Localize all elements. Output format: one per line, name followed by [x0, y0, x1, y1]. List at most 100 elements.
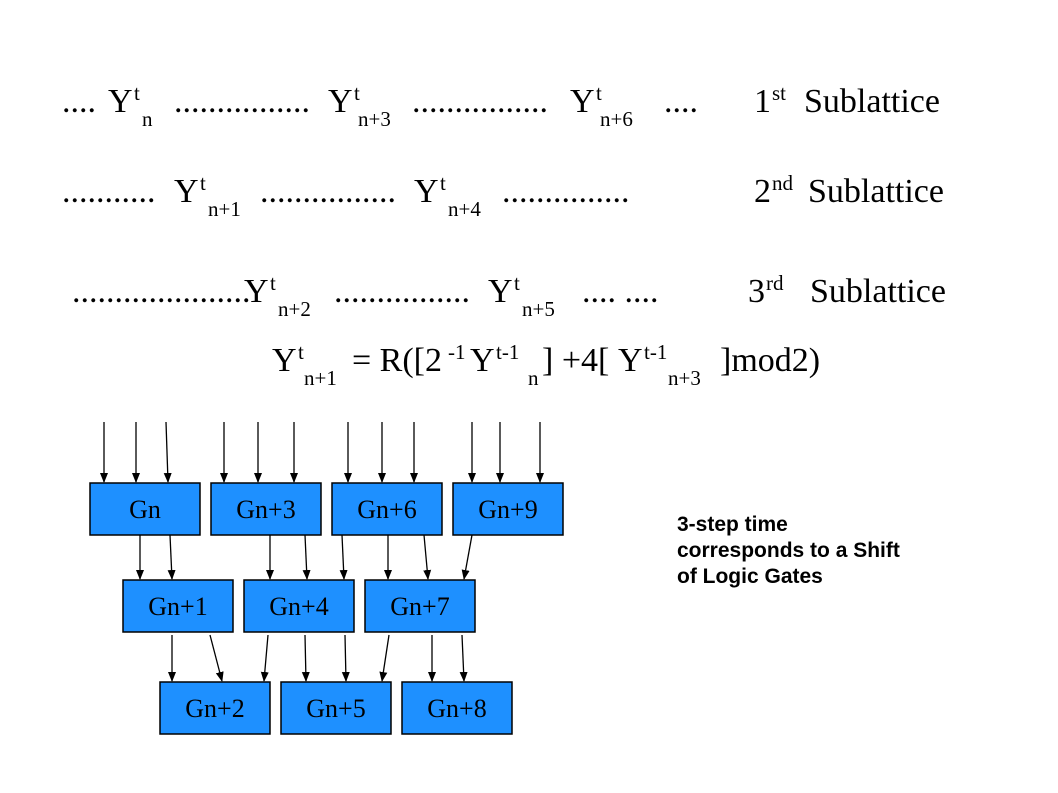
subscript: n+2: [278, 297, 311, 321]
superscript: t: [596, 81, 602, 105]
equation-text: ]mod2): [720, 342, 821, 379]
gate-box: Gn+2: [159, 681, 271, 735]
arrow: [163, 421, 172, 483]
arrow: [301, 634, 310, 682]
gate-rect: [364, 579, 476, 633]
gate-box: Gn+9: [452, 482, 564, 536]
gate-label: Gn+1: [148, 592, 207, 621]
gate-label: Gn+8: [427, 694, 486, 723]
sublattice-label: Sublattice: [804, 83, 940, 120]
dots: ................: [334, 273, 470, 310]
dots: ...........: [62, 173, 156, 210]
arrow: [339, 534, 348, 580]
arrow: [260, 634, 269, 682]
dots: .... ....: [582, 273, 659, 310]
subscript: n: [528, 366, 539, 390]
dots: ....: [664, 83, 698, 120]
sublattice-row-2: ........... Y t n+1 ................ Y t…: [62, 171, 962, 235]
sublattice-label: Sublattice: [808, 173, 944, 210]
arrows: [100, 421, 544, 682]
gate-box: Gn+1: [122, 579, 234, 633]
subscript: n+1: [304, 366, 337, 390]
gate-rect: [401, 681, 513, 735]
dots: ................: [412, 83, 548, 120]
note-line: corresponds to a Shift: [677, 539, 900, 562]
superscript: t: [134, 81, 140, 105]
gate-box: Gn: [89, 482, 201, 536]
sublattice-row-3: ..................... Y t n+2 ..........…: [72, 271, 972, 335]
note-line: 3-step time: [677, 513, 788, 536]
gate-label: Gn+9: [478, 495, 537, 524]
sublattice-row-1: .... Y t n ................ Y t n+3 ....…: [62, 81, 962, 145]
superscript: t: [298, 340, 304, 364]
arrow: [209, 634, 224, 682]
arrow: [167, 534, 176, 580]
subscript: n+4: [448, 197, 481, 221]
gate-box: Gn+7: [364, 579, 476, 633]
gate-rect: [280, 681, 392, 735]
ordinal-suffix: st: [772, 81, 787, 105]
sublattice-number: 2: [754, 173, 771, 210]
gate-box: Gn+8: [401, 681, 513, 735]
gate-box: Gn+5: [280, 681, 392, 735]
superscript: t: [440, 171, 446, 195]
gate-label: Gn+5: [306, 694, 365, 723]
y-symbol: Y: [414, 173, 439, 210]
subscript: n+6: [600, 107, 633, 131]
gate-label: Gn: [129, 495, 161, 524]
subscript: n+1: [208, 197, 241, 221]
subscript: n+3: [668, 366, 701, 390]
equation-text: = R([2: [352, 342, 442, 379]
subscript: n+5: [522, 297, 555, 321]
subscript: n: [142, 107, 153, 131]
ordinal-suffix: nd: [772, 171, 793, 195]
sublattice-label: Sublattice: [810, 273, 946, 310]
y-symbol: Y: [618, 342, 643, 379]
update-equation: Y t n+1 = R([2 -1 Y t-1 n ] +4[ Y t-1 n+…: [272, 340, 872, 394]
ordinal-suffix: rd: [766, 271, 784, 295]
superscript: t: [200, 171, 206, 195]
gate-box: Gn+4: [243, 579, 355, 633]
note: 3-step time corresponds to a Shift of Lo…: [677, 512, 997, 590]
gate-rect: [210, 482, 322, 536]
gate-label: Gn+3: [236, 495, 295, 524]
gate-rect: [243, 579, 355, 633]
superscript: t: [270, 271, 276, 295]
gate-rect: [331, 482, 443, 536]
y-symbol: Y: [108, 83, 133, 120]
gate-box: Gn+6: [331, 482, 443, 536]
gate-label: Gn+4: [269, 592, 328, 621]
gate-box: Gn+3: [210, 482, 322, 536]
exponent: -1: [448, 340, 466, 364]
y-symbol: Y: [328, 83, 353, 120]
arrow: [379, 634, 390, 682]
gate-label: Gn+2: [185, 694, 244, 723]
y-symbol: Y: [470, 342, 495, 379]
equation-text: ] +4[: [542, 342, 610, 379]
arrow: [341, 634, 350, 682]
dots: ................: [260, 173, 396, 210]
y-symbol: Y: [244, 273, 269, 310]
gate-rect: [89, 482, 201, 536]
arrow: [302, 534, 311, 580]
sublattice-number: 1: [754, 83, 771, 120]
gate-rect: [452, 482, 564, 536]
arrow: [461, 534, 473, 580]
superscript: t: [514, 271, 520, 295]
dots: ...............: [502, 173, 630, 210]
gate-rect: [159, 681, 271, 735]
y-symbol: Y: [272, 342, 297, 379]
gates: Gn Gn+3 Gn+6 Gn+9Gn+1 Gn+4 Gn+7Gn+2 Gn+5 Gn+8: [89, 482, 564, 735]
sublattice-number: 3: [748, 273, 765, 310]
superscript: t-1: [644, 340, 668, 364]
y-symbol: Y: [488, 273, 513, 310]
arrow: [459, 634, 468, 682]
y-symbol: Y: [174, 173, 199, 210]
superscript: t: [354, 81, 360, 105]
y-symbol: Y: [570, 83, 595, 120]
note-line: of Logic Gates: [677, 565, 823, 588]
dots: ................: [174, 83, 310, 120]
superscript: t-1: [496, 340, 520, 364]
gate-label: Gn+7: [390, 592, 449, 621]
